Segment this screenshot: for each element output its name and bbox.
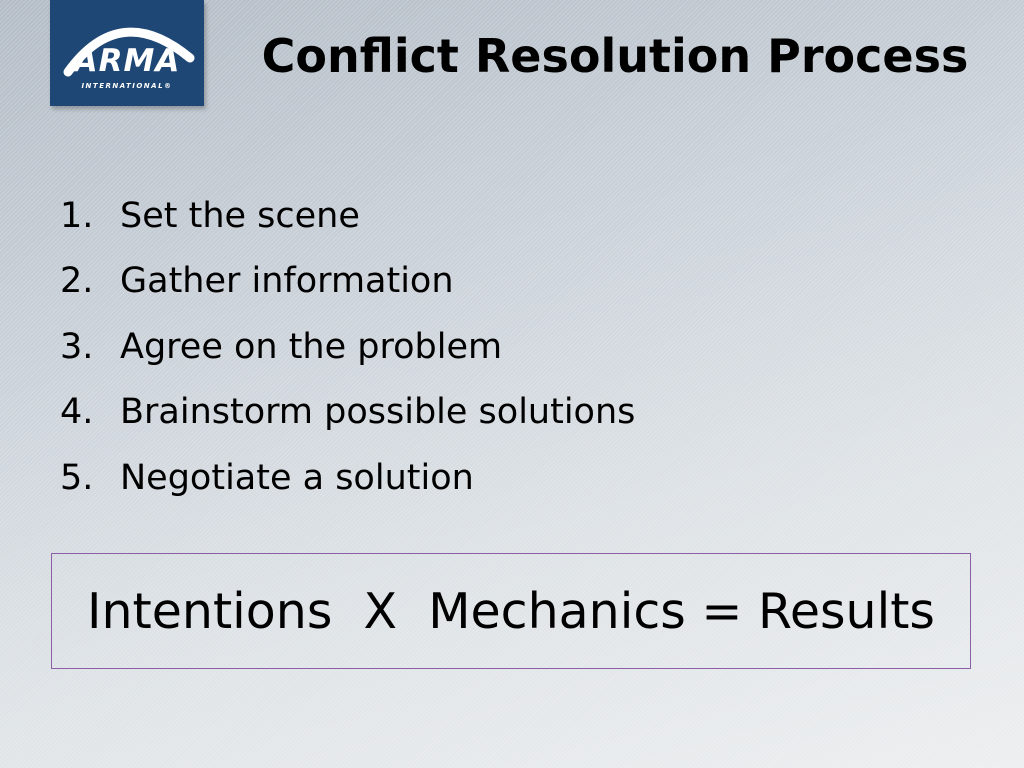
step-number: 2. — [60, 261, 94, 302]
formula-text: Intentions X Mechanics = Results — [87, 582, 935, 640]
list-item: 1. Set the scene — [60, 183, 635, 249]
step-text: Set the scene — [120, 195, 360, 236]
logo-tagline: INTERNATIONAL® — [81, 82, 173, 90]
list-item: 2. Gather information — [60, 249, 635, 315]
logo-wordmark: ARMA — [73, 43, 181, 79]
step-text: Agree on the problem — [120, 326, 503, 367]
step-number: 4. — [60, 392, 94, 433]
list-item: 4. Brainstorm possible solutions — [60, 380, 635, 446]
step-text: Gather information — [120, 261, 454, 302]
arc-swoosh-icon — [63, 27, 195, 77]
step-number: 1. — [60, 195, 94, 236]
step-text: Negotiate a solution — [120, 457, 474, 498]
arma-logo: ARMA INTERNATIONAL® — [50, 0, 204, 106]
list-item: 3. Agree on the problem — [60, 314, 635, 380]
list-item: 5. Negotiate a solution — [60, 445, 635, 511]
formula-box: Intentions X Mechanics = Results — [51, 553, 971, 669]
step-number: 3. — [60, 326, 94, 367]
slide-title: Conflict Resolution Process — [261, 29, 969, 83]
process-steps-list: 1. Set the scene 2. Gather information 3… — [60, 183, 635, 511]
step-text: Brainstorm possible solutions — [120, 392, 636, 433]
step-number: 5. — [60, 457, 94, 498]
